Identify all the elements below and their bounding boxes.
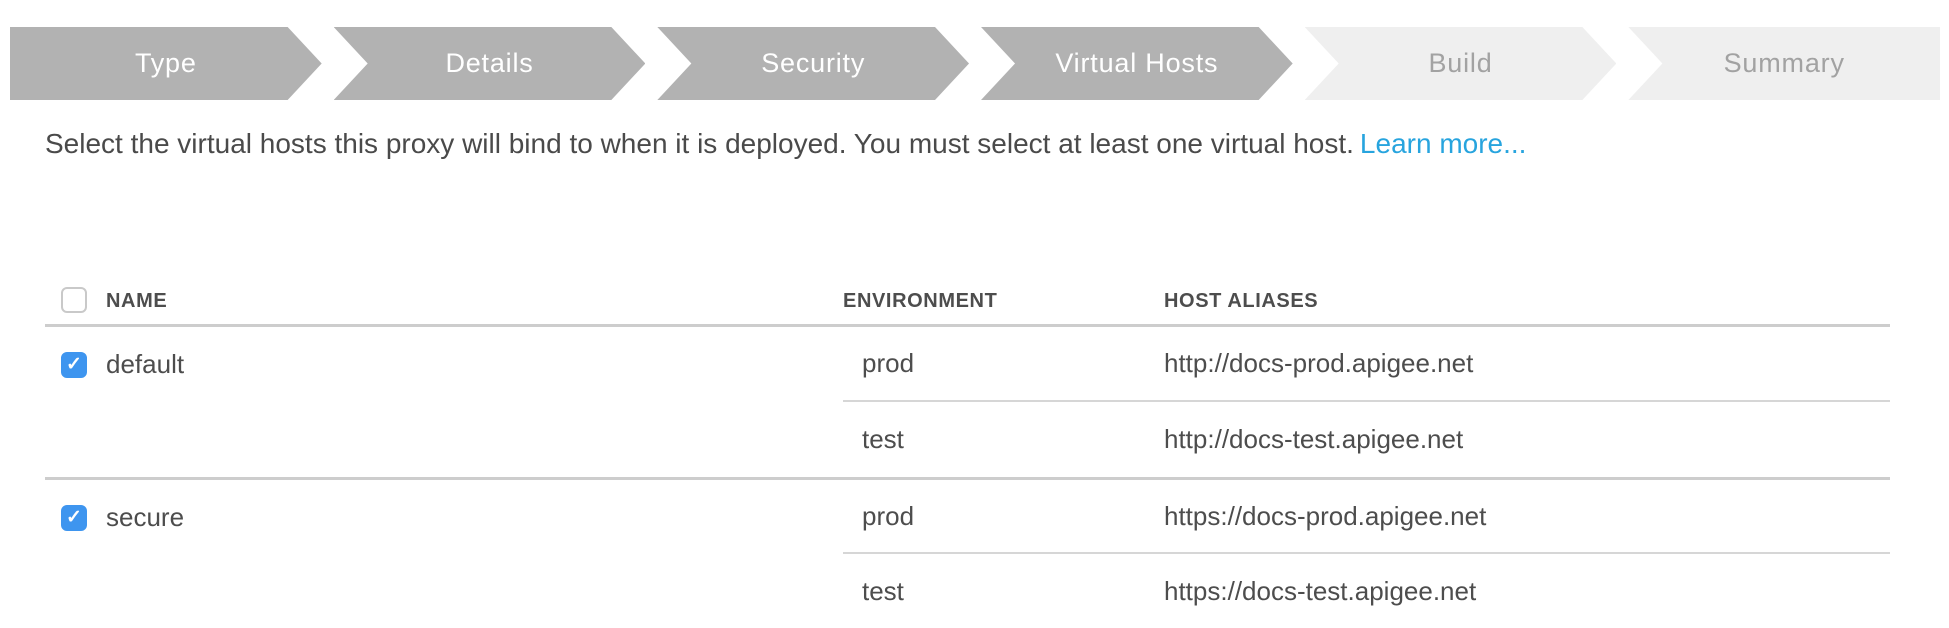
table-row: prod https://docs-prod.apigee.net <box>843 480 1890 554</box>
intro-text: Select the virtual hosts this proxy will… <box>45 128 1354 159</box>
column-header-host-aliases: HOST ALIASES <box>1164 290 1319 312</box>
column-header-name: NAME <box>106 290 168 312</box>
host-name: secure <box>106 502 185 532</box>
wizard-stepbar: Type Details Security Virtual Hosts Buil… <box>10 27 1941 100</box>
environment-cell: prod <box>862 348 915 378</box>
intro-line: Select the virtual hosts this proxy will… <box>45 124 1915 164</box>
column-header-environment: ENVIRONMENT <box>843 290 998 312</box>
host-alias-cell: https://docs-test.apigee.net <box>1164 575 1477 606</box>
table-row: test http://docs-test.apigee.net <box>843 402 1890 477</box>
checkmark-icon: ✓ <box>66 507 82 528</box>
environment-cell: test <box>862 575 904 606</box>
host-group-secure: ✓ secure prod https://docs-prod.apigee.n… <box>45 480 1890 628</box>
host-group-default: ✓ default prod http://docs-prod.apigee.n… <box>45 327 1890 480</box>
host-alias-cell: https://docs-prod.apigee.net <box>1164 500 1487 531</box>
select-all-checkbox[interactable] <box>61 287 87 313</box>
virtual-hosts-table: NAME ENVIRONMENT HOST ALIASES ✓ default … <box>45 270 1890 628</box>
row-checkbox-default[interactable]: ✓ <box>61 351 87 378</box>
environment-cell: prod <box>862 500 915 531</box>
table-row: test https://docs-test.apigee.net <box>843 554 1890 628</box>
row-checkbox-secure[interactable]: ✓ <box>61 504 87 531</box>
environment-cell: test <box>862 424 904 454</box>
wizard-step-summary: Summary <box>1628 27 1941 100</box>
host-alias-cell: http://docs-test.apigee.net <box>1164 424 1464 454</box>
wizard-step-details[interactable]: Details <box>334 27 646 100</box>
learn-more-link[interactable]: Learn more... <box>1359 128 1527 159</box>
wizard-step-type[interactable]: Type <box>10 27 322 100</box>
host-name: default <box>106 349 185 379</box>
wizard-step-virtual-hosts[interactable]: Virtual Hosts <box>981 27 1293 100</box>
table-row: prod http://docs-prod.apigee.net <box>843 327 1890 402</box>
host-alias-cell: http://docs-prod.apigee.net <box>1164 348 1474 378</box>
wizard-step-security[interactable]: Security <box>657 27 969 100</box>
table-header-row: NAME ENVIRONMENT HOST ALIASES <box>45 270 1890 327</box>
wizard-step-build: Build <box>1305 27 1617 100</box>
checkmark-icon: ✓ <box>66 354 82 375</box>
